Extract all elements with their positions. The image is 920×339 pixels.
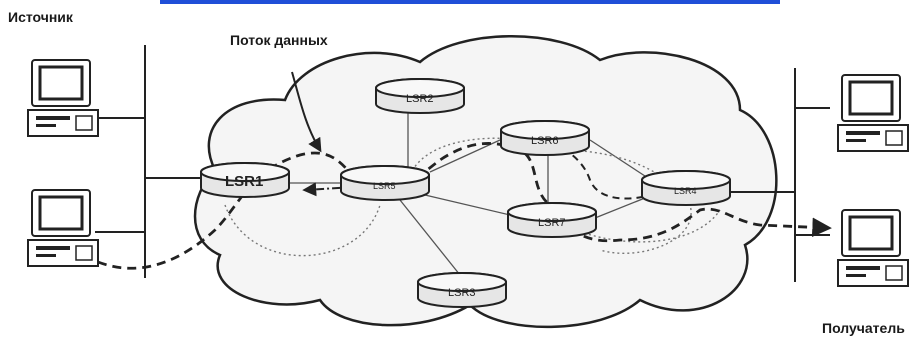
- data-flow-path: [97, 142, 832, 270]
- router-lsr7: LSR7: [507, 202, 597, 238]
- source-lan: [95, 45, 200, 278]
- data-flow-pointer: [291, 71, 322, 153]
- router-lsr6: LSR6: [500, 120, 590, 156]
- source-computer-1: [26, 58, 100, 138]
- router-lsr4-label: LSR4: [674, 186, 697, 196]
- network-cloud: [193, 35, 778, 329]
- router-lsr7-label: LSR7: [538, 217, 566, 229]
- source-label: Источник: [8, 9, 74, 25]
- router-lsr2: LSR2: [375, 78, 465, 114]
- source-computer-2: [26, 188, 100, 268]
- router-lsr1: LSR1: [200, 162, 290, 198]
- receiver-label: Получатель: [822, 320, 905, 336]
- router-lsr4: LSR4: [641, 170, 731, 206]
- router-lsr3-label: LSR3: [448, 287, 476, 299]
- router-lsr1-label: LSR1: [225, 173, 263, 190]
- router-links: [290, 110, 649, 276]
- receiver-computer-2: [836, 208, 910, 288]
- router-lsr5: LSR5: [340, 165, 430, 201]
- router-lsr6-label: LSR6: [531, 135, 559, 147]
- router-lsr2-label: LSR2: [406, 93, 434, 105]
- top-banner-strip: [160, 0, 780, 4]
- router-lsr3: LSR3: [417, 272, 507, 308]
- receiver-computer-1: [836, 73, 910, 153]
- data-flow-branch: [504, 139, 661, 200]
- data-flow-label: Поток данных: [230, 32, 328, 48]
- router-lsr5-label: LSR5: [373, 181, 396, 191]
